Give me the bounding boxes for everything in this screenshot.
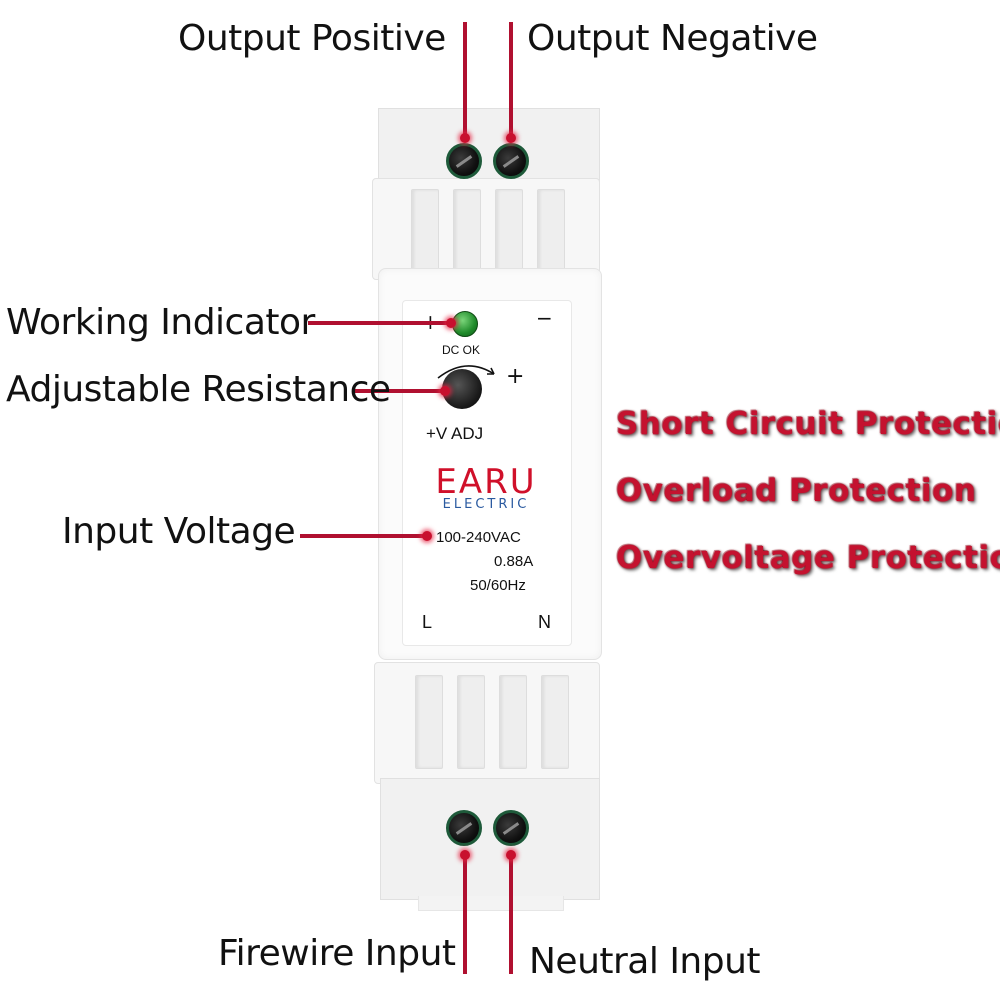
- voltage-adjust-label: +V ADJ: [426, 424, 484, 443]
- output-positive-leader: [463, 22, 467, 138]
- bottom-din-rail-section: [380, 778, 600, 900]
- input-voltage-rating: 100-240VAC: [436, 529, 521, 546]
- vent-rib: [453, 189, 481, 275]
- vent-rib: [415, 675, 443, 769]
- firewire-input-leader: [463, 856, 467, 974]
- working-indicator-led: [452, 311, 478, 337]
- output-minus-sign: −: [536, 306, 553, 330]
- vent-rib: [411, 189, 439, 275]
- neutral-input-leader: [509, 856, 513, 974]
- working-indicator-label: Working Indicator: [6, 302, 315, 343]
- output-negative-marker: [506, 133, 516, 143]
- vent-rib: [457, 675, 485, 769]
- output-positive-screw-terminal[interactable]: [446, 143, 482, 179]
- working-indicator-marker: [446, 318, 456, 328]
- terminal-l-label: L: [422, 612, 433, 632]
- vent-rib: [499, 675, 527, 769]
- output-positive-label: Output Positive: [178, 18, 446, 59]
- working-indicator-leader: [308, 321, 450, 325]
- input-voltage-label: Input Voltage: [62, 511, 296, 552]
- vent-rib: [537, 189, 565, 275]
- brand-subtitle: ELECTRIC: [442, 497, 530, 512]
- output-positive-marker: [460, 133, 470, 143]
- adjust-direction-arrow-icon: [437, 365, 495, 379]
- output-negative-leader: [509, 22, 513, 138]
- input-frequency-rating: 50/60Hz: [470, 577, 526, 594]
- adjustable-resistance-label: Adjustable Resistance: [6, 369, 391, 410]
- adjustable-resistance-leader: [352, 389, 444, 393]
- input-voltage-leader: [300, 534, 426, 538]
- lower-terminal-block: [374, 662, 600, 784]
- din-rail-clip: [418, 896, 564, 911]
- front-label-panel: [402, 300, 572, 646]
- input-voltage-marker: [422, 531, 432, 541]
- vent-rib: [495, 189, 523, 275]
- output-negative-screw-terminal[interactable]: [493, 143, 529, 179]
- brand-logo-text: EARU: [435, 462, 537, 502]
- adjust-plus-sign: +: [506, 364, 525, 389]
- firewire-input-label: Firewire Input: [218, 933, 456, 974]
- terminal-n-label: N: [538, 612, 551, 632]
- neutral-input-screw-terminal[interactable]: [493, 810, 529, 846]
- firewire-input-marker: [460, 850, 470, 860]
- upper-terminal-block: [372, 178, 600, 280]
- adjustable-resistance-marker: [440, 386, 450, 396]
- feature-overload-protection: Overload Protection: [616, 473, 977, 509]
- dc-ok-label: DC OK: [442, 343, 481, 357]
- feature-short-circuit-protection: Short Circuit Protection: [616, 406, 1000, 442]
- feature-overvoltage-protection: Overvoltage Protection: [616, 540, 1000, 576]
- input-current-rating: 0.88A: [494, 553, 534, 570]
- neutral-input-label: Neutral Input: [529, 941, 761, 982]
- neutral-input-marker: [506, 850, 516, 860]
- output-negative-label: Output Negative: [527, 18, 818, 59]
- vent-rib: [541, 675, 569, 769]
- firewire-input-screw-terminal[interactable]: [446, 810, 482, 846]
